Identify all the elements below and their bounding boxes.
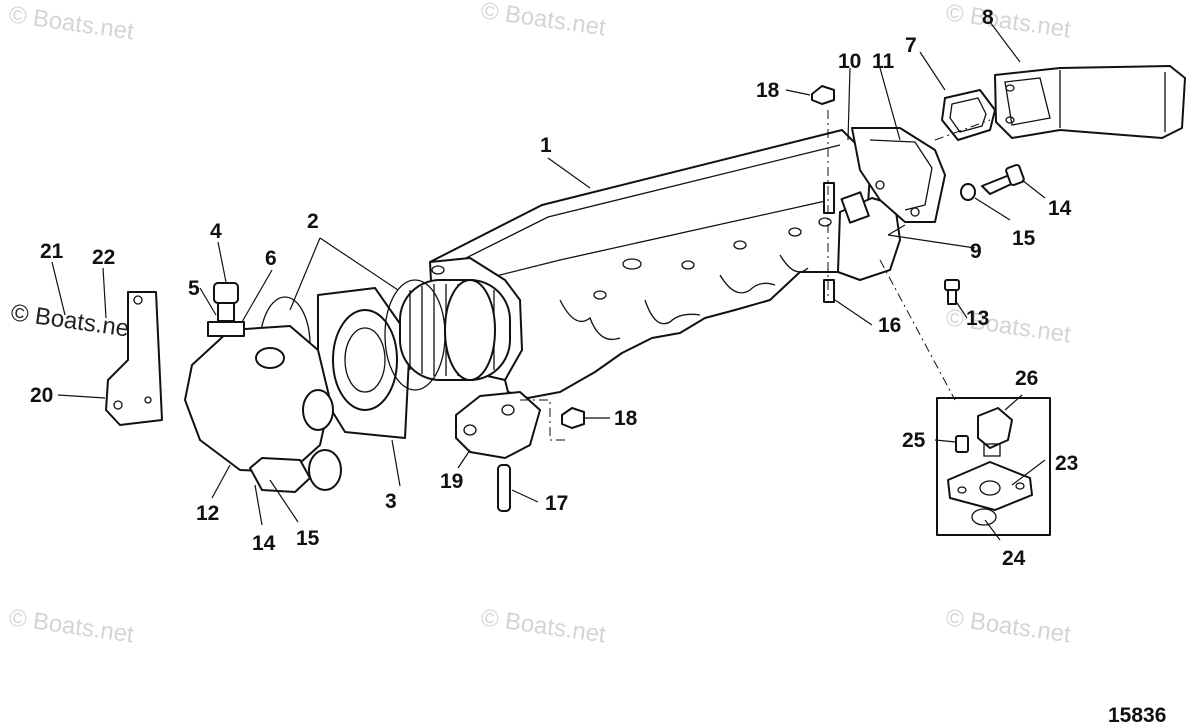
watermark-bottom-right: © Boats.net xyxy=(944,604,1073,648)
callout-9: 9 xyxy=(970,240,982,263)
watermark-top-left: © Boats.net xyxy=(7,1,136,45)
leader-lines xyxy=(51,21,1046,541)
callout-14-right: 14 xyxy=(1048,197,1072,220)
callout-5: 5 xyxy=(188,277,200,300)
centerlines xyxy=(520,110,991,441)
part-16-stud xyxy=(823,182,835,303)
callout-12: 12 xyxy=(196,502,219,525)
callout-4: 4 xyxy=(210,220,222,243)
part-20-bracket xyxy=(105,291,163,426)
part-14-15-bolt-washer-right xyxy=(960,163,1025,201)
part-12-end-cap xyxy=(184,325,342,493)
callout-7: 7 xyxy=(905,34,917,57)
callout-26: 26 xyxy=(1015,367,1038,390)
callout-23: 23 xyxy=(1055,452,1078,475)
watermark-top-right: © Boats.net xyxy=(944,0,1073,43)
inset-drain-kit xyxy=(936,397,1051,536)
part-13-bolt xyxy=(944,279,960,305)
callout-24: 24 xyxy=(1002,547,1026,570)
callout-16: 16 xyxy=(878,314,901,337)
watermark-bottom-center: © Boats.net xyxy=(479,604,608,648)
callout-8: 8 xyxy=(982,6,994,29)
manifold-drawing xyxy=(51,21,1186,541)
callout-3: 3 xyxy=(385,490,397,513)
watermark-middle-right: © Boats.net xyxy=(944,304,1073,348)
part-8-exhaust-elbow xyxy=(994,65,1186,139)
watermark-middle-left: © Boats.net xyxy=(9,299,138,343)
part-7-gasket xyxy=(941,89,996,141)
callout-1: 1 xyxy=(540,134,552,157)
callout-6: 6 xyxy=(265,247,277,270)
part-17-pin xyxy=(497,464,511,512)
callout-2: 2 xyxy=(307,210,319,233)
callout-15-right: 15 xyxy=(1012,227,1036,250)
callout-25: 25 xyxy=(902,429,926,452)
callout-17: 17 xyxy=(545,492,568,515)
callout-20: 20 xyxy=(30,384,53,407)
callout-15-left: 15 xyxy=(296,527,320,550)
callout-labels: 1 2 3 4 5 6 7 8 9 10 11 12 13 14 15 16 1… xyxy=(30,6,1078,570)
callout-14-left: 14 xyxy=(252,532,276,555)
callout-11: 11 xyxy=(872,50,895,73)
part-10-11-end-collar xyxy=(851,127,946,223)
part-4-5-6-plug-fittings xyxy=(207,282,245,337)
part-18-nuts xyxy=(561,85,835,429)
callout-13: 13 xyxy=(966,307,989,330)
callout-10: 10 xyxy=(838,50,861,73)
watermark-top-center: © Boats.net xyxy=(479,0,608,41)
callout-18-bottom: 18 xyxy=(614,407,638,430)
callout-19: 19 xyxy=(440,470,463,493)
drawing-number: 15836 xyxy=(1108,704,1166,727)
callout-21: 21 xyxy=(40,240,64,263)
watermark-bottom-left: © Boats.net xyxy=(7,604,136,648)
part-3-tube-bundle xyxy=(317,279,511,439)
callout-22: 22 xyxy=(92,246,115,269)
callout-18-top: 18 xyxy=(756,79,780,102)
